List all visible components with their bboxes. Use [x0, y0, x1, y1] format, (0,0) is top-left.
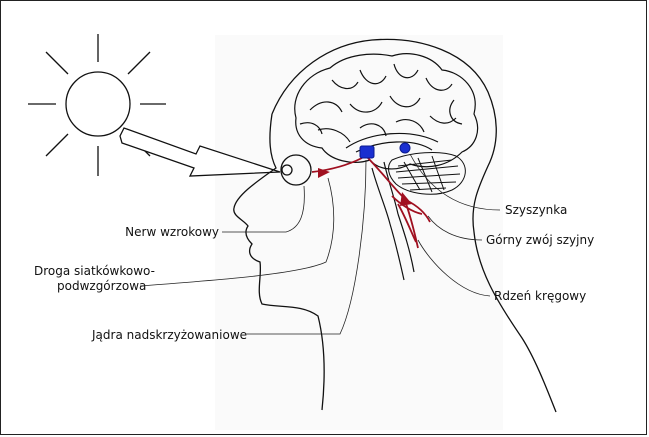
- sun-icon: [28, 34, 166, 176]
- label-optic-nerve: Nerw wzrokowy: [125, 225, 219, 239]
- pineal-gland: [400, 143, 410, 153]
- background-panel: [215, 35, 503, 430]
- label-scn: Jądra nadskrzyżowaniowe: [91, 328, 247, 342]
- label-retino-pathway-line1: Droga siatkówkowo-: [34, 264, 155, 278]
- suprachiasmatic-nucleus: [360, 146, 374, 158]
- label-retino-pathway-line2: podwzgórzowa: [57, 279, 146, 293]
- label-ganglion: Górny zwój szyjny: [486, 233, 594, 247]
- label-spinal: Rdzeń kręgowy: [494, 289, 586, 303]
- label-pineal: Szyszynka: [505, 203, 567, 217]
